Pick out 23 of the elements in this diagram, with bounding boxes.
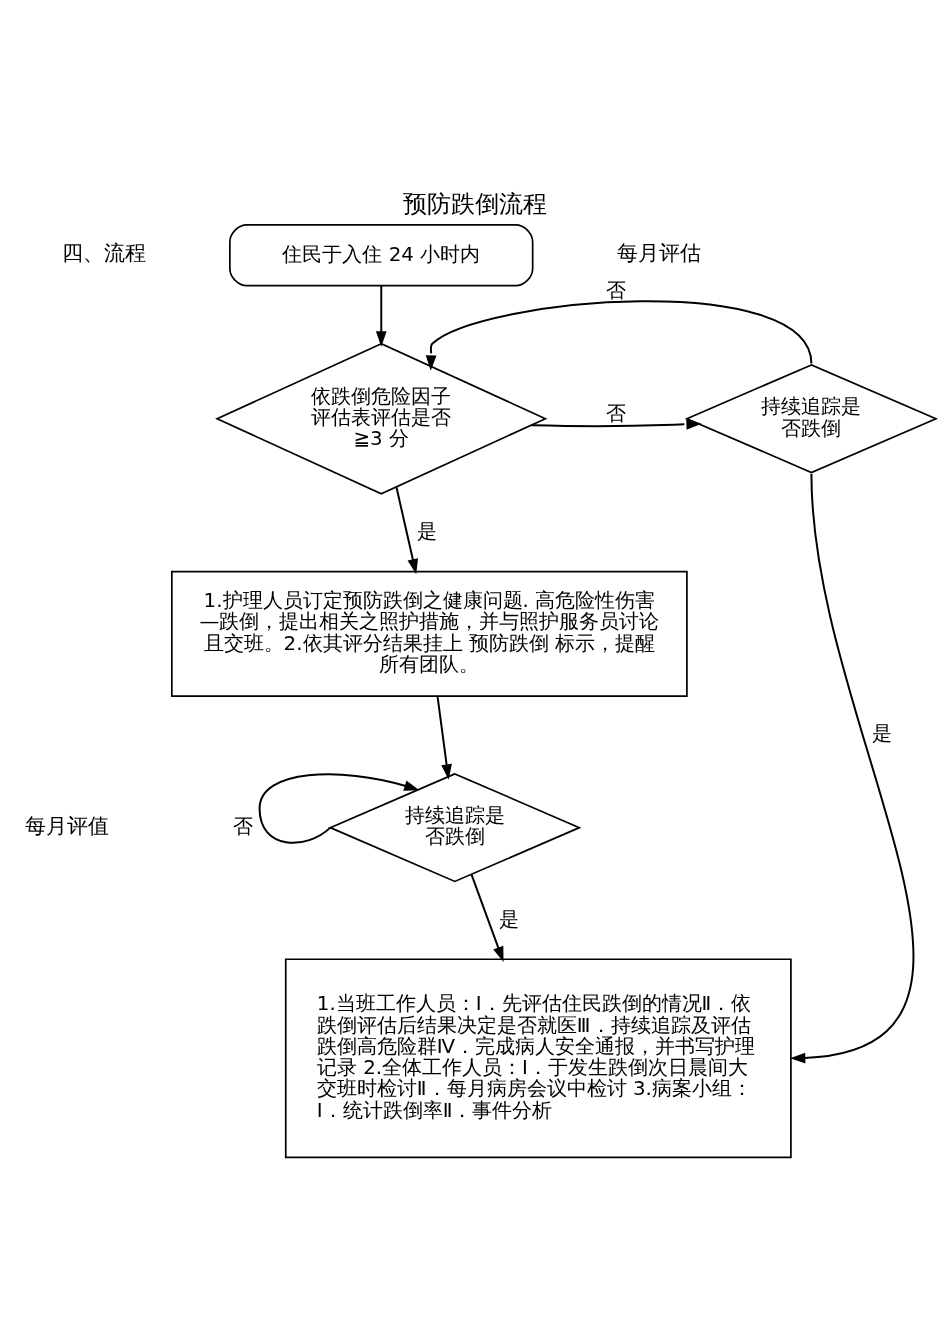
- label: 四、流程: [61, 240, 146, 266]
- node-diamond: 依跌倒危险因子评估表评估是否≧3 分: [215, 342, 548, 495]
- arrow: [436, 695, 452, 780]
- node-diamond: 持续追踪是否跌倒: [328, 772, 582, 883]
- arrow: [395, 486, 419, 575]
- edge-label: 否: [606, 279, 627, 303]
- edge-label: 否: [232, 814, 253, 838]
- label: 每月评值: [25, 812, 110, 838]
- edge-label: 是: [416, 519, 437, 543]
- edge-label: 是: [498, 907, 519, 931]
- arrow: [470, 873, 504, 962]
- diagram-title: 预防跌倒流程: [403, 189, 547, 218]
- edge-label: 否: [606, 402, 627, 426]
- arrow: [425, 300, 813, 371]
- arrow: [375, 284, 387, 347]
- edge-label: 是: [872, 722, 893, 746]
- node-box: 住民于入住 24 小时内: [229, 224, 534, 287]
- node-box: 1.当班工作人员：Ⅰ．先评估住民跌倒的情况Ⅱ．依跌倒评估后结果决定是否就医Ⅲ．持续追踪及评估跌倒高危险群Ⅳ．完成病人安全通报，并书写护理记录 2.全体工作人员：Ⅰ．于发生跌倒次日晨间大交班时检讨Ⅱ．每月病房会议中检讨 3.病案小组：Ⅰ．统计跌倒率Ⅱ．事件分析: [284, 958, 792, 1159]
- arrow: [790, 472, 915, 1064]
- arrow: [530, 418, 702, 430]
- arrow: [258, 773, 420, 844]
- node-box: 1.护理人员订定预防跌倒之健康问题. 高危险性伤害—跌倒，提出相关之照护措施，并与照护服务员讨论且交班。2.依其评分结果挂上 预防跌倒 标示，提醒所有团队。: [171, 570, 688, 697]
- label: 每月评估: [616, 240, 701, 266]
